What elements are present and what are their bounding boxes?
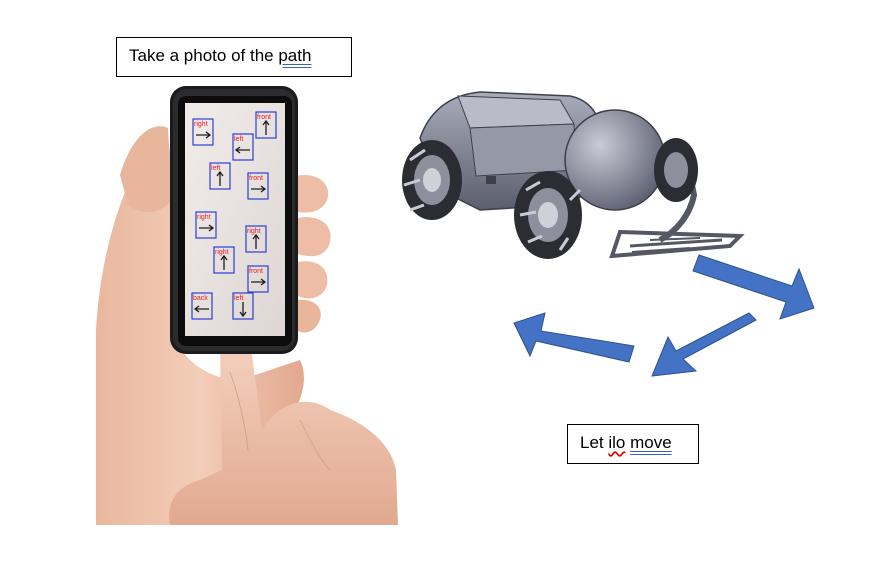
marker-arrow-icon: [251, 278, 267, 286]
smartphone: [170, 86, 298, 354]
marker-label: right: [247, 228, 261, 235]
marker-label: back: [193, 295, 208, 302]
marker-box: [245, 225, 267, 253]
path-marker: right: [195, 211, 217, 239]
take-photo-label: Take a photo of the path: [116, 37, 352, 77]
marker-arrow-icon: [193, 305, 209, 313]
marker-arrow-icon: [262, 119, 270, 135]
path-marker: front: [247, 265, 269, 293]
move-word: move: [630, 433, 672, 452]
path-marker: front: [255, 111, 277, 139]
ilo-word: ilo: [608, 433, 626, 452]
arrow-down-left-icon: [651, 312, 757, 377]
marker-label: left: [211, 165, 220, 172]
path-marker: left: [232, 133, 254, 161]
path-marker: right: [192, 118, 214, 146]
marker-box: [247, 172, 269, 200]
marker-box: [209, 162, 231, 190]
arrow-right-icon: [692, 254, 815, 320]
robot-illustration: [402, 91, 745, 259]
path-marker: back: [191, 292, 213, 320]
marker-label: right: [194, 121, 208, 128]
let-ilo-move-label: Let ilo move: [567, 424, 699, 464]
marker-arrow-icon: [216, 170, 224, 186]
marker-arrow-icon: [196, 131, 212, 139]
marker-arrow-icon: [234, 146, 250, 154]
phone-screen-photo: [185, 103, 285, 336]
phone-path-markers: right front left left front right right right fr…: [191, 111, 277, 320]
marker-arrow-icon: [220, 254, 228, 270]
marker-label: right: [197, 214, 211, 221]
marker-box: [232, 133, 254, 161]
movement-arrows: [513, 254, 815, 377]
take-photo-text: Take a photo of the: [129, 46, 279, 65]
marker-box: [191, 292, 213, 320]
marker-box: [195, 211, 217, 239]
path-marker: right: [213, 246, 235, 274]
marker-box: [232, 292, 254, 320]
path-marker: left: [209, 162, 231, 190]
marker-label: front: [249, 268, 263, 275]
marker-arrow-icon: [252, 233, 260, 249]
let-text: Let: [580, 433, 609, 452]
arrow-left-icon: [513, 312, 635, 363]
marker-label: left: [234, 136, 243, 143]
marker-box: [192, 118, 214, 146]
marker-box: [247, 265, 269, 293]
path-marker: front: [247, 172, 269, 200]
marker-label: front: [249, 175, 263, 182]
marker-label: front: [257, 114, 271, 121]
marker-arrow-icon: [199, 224, 215, 232]
hand-illustration: [96, 126, 398, 525]
marker-label: left: [234, 295, 243, 302]
path-marker: left: [232, 292, 254, 320]
path-word: path: [278, 46, 312, 65]
marker-arrow-icon: [251, 185, 267, 193]
marker-arrow-icon: [239, 302, 247, 318]
path-marker: right: [245, 225, 267, 253]
marker-box: [255, 111, 277, 139]
marker-label: right: [215, 249, 229, 256]
marker-box: [213, 246, 235, 274]
